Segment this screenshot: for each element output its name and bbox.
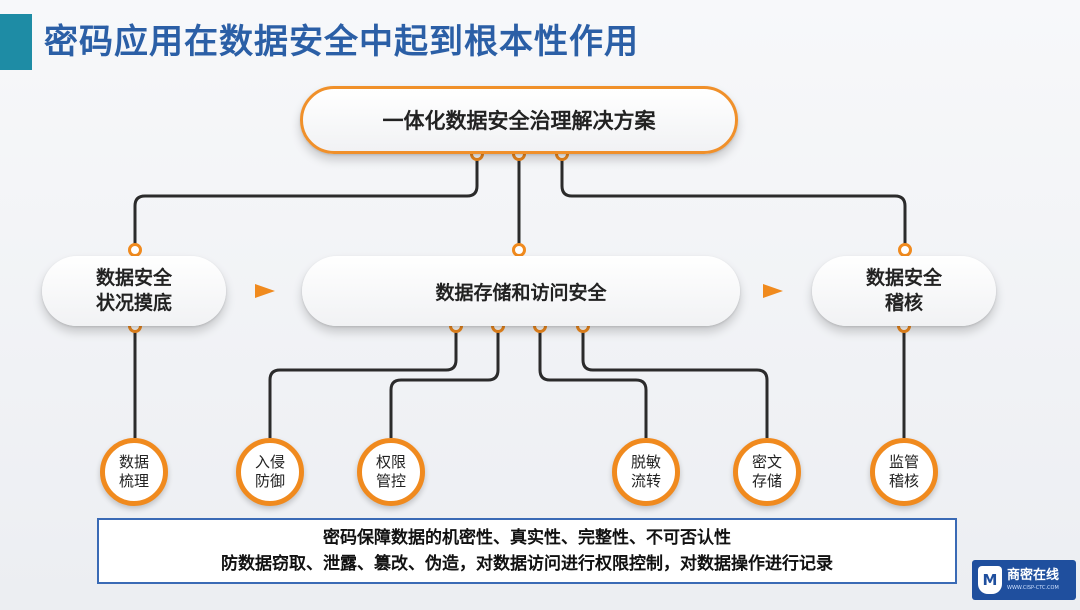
stage-node-storage-access: 数据存储和访问安全 <box>302 256 740 326</box>
leaf-label-line1: 数据 <box>118 453 149 471</box>
leaf-node-desensitization: 脱敏 流转 <box>612 438 680 506</box>
top-solution-label: 一体化数据安全治理解决方案 <box>382 109 656 133</box>
leaf-label-line1: 密文 <box>751 453 782 471</box>
connector-mid-leaf-3 <box>538 326 648 438</box>
logo-name: 商密在线 <box>1007 568 1060 583</box>
shield-m-icon: M <box>978 566 1002 594</box>
stage-storage-access-label: 数据存储和访问安全 <box>435 281 607 304</box>
brand-logo[interactable]: M 商密在线 WWW.CISP-CTC.COM <box>972 560 1076 600</box>
connector-mid-leaf-1 <box>268 326 458 438</box>
leaf-label-line1: 入侵 <box>254 453 285 471</box>
leaf-label-line1: 脱敏 <box>630 453 661 471</box>
connector-mid-leaf-2 <box>389 326 500 438</box>
page-title: 密码应用在数据安全中起到根本性作用 <box>44 22 639 62</box>
leaf-node-supervision-audit: 监管 稽核 <box>870 438 938 506</box>
arrow-right-icon <box>763 284 783 298</box>
leaf-node-data-inventory: 数据 梳理 <box>100 438 168 506</box>
title-accent-bar <box>0 14 32 70</box>
leaf-node-ciphertext-storage: 密文 存储 <box>733 438 801 506</box>
connector-top-left <box>133 154 479 250</box>
leaf-label-line2: 存储 <box>751 472 782 490</box>
stage-survey-label-line1: 数据安全 <box>95 267 172 289</box>
leaf-label-line1: 监管 <box>888 453 919 471</box>
leaf-label-line2: 流转 <box>630 472 661 490</box>
arrow-right-icon <box>255 284 275 298</box>
connector-top-right <box>560 154 907 250</box>
port-dot <box>128 243 142 257</box>
leaf-node-permission-control: 权限 管控 <box>357 438 425 506</box>
leaf-label-line2: 稽核 <box>888 472 919 490</box>
stage-node-survey: 数据安全 状况摸底 <box>42 256 226 326</box>
summary-line-1: 密码保障数据的机密性、真实性、完整性、不可否认性 <box>323 528 731 548</box>
logo-url: WWW.CISP-CTC.COM <box>1007 585 1059 591</box>
stage-audit-label-line1: 数据安全 <box>865 267 942 289</box>
stage-node-audit: 数据安全 稽核 <box>812 256 996 326</box>
leaf-label-line1: 权限 <box>375 453 406 471</box>
leaf-label-line2: 防御 <box>254 472 285 490</box>
leaf-label-line2: 管控 <box>375 472 406 490</box>
leaf-node-intrusion-defense: 入侵 防御 <box>236 438 304 506</box>
leaf-label-line2: 梳理 <box>118 472 149 490</box>
stage-audit-label-line2: 稽核 <box>884 292 923 314</box>
connector-mid-leaf-4 <box>581 326 769 438</box>
stage-survey-label-line2: 状况摸底 <box>95 292 172 314</box>
port-dot <box>512 243 526 257</box>
port-dot <box>898 243 912 257</box>
summary-box: 密码保障数据的机密性、真实性、完整性、不可否认性 防数据窃取、泄露、篡改、伪造，… <box>97 518 957 584</box>
top-solution-node: 一体化数据安全治理解决方案 <box>300 86 738 154</box>
summary-line-2: 防数据窃取、泄露、篡改、伪造，对数据访问进行权限控制，对数据操作进行记录 <box>221 554 833 574</box>
